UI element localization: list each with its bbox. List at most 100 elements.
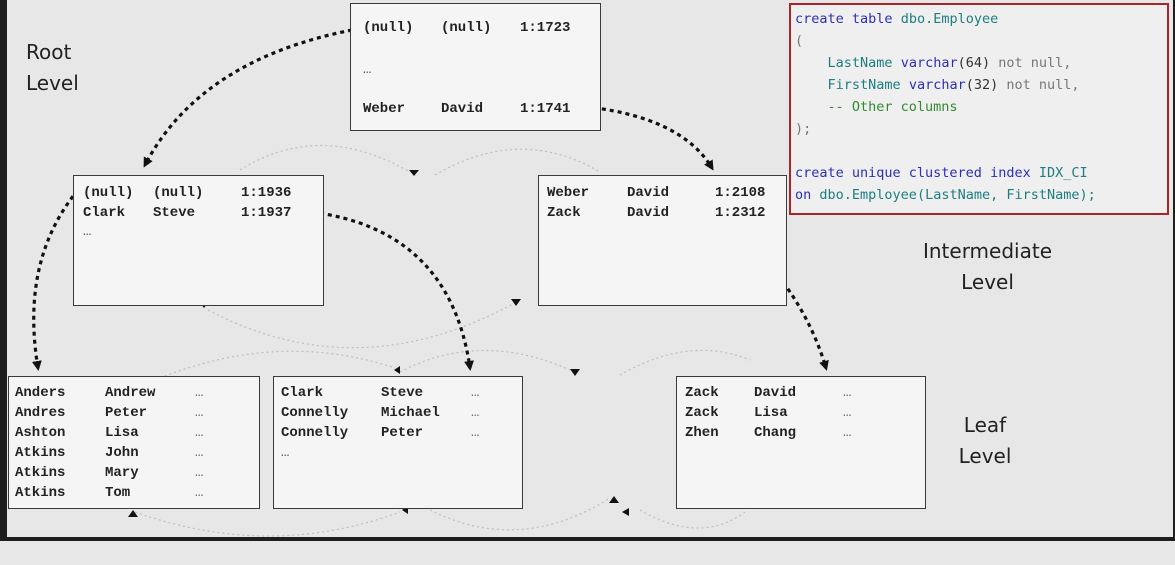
code-column-name: FirstName bbox=[827, 77, 901, 93]
leaf2-more: … bbox=[471, 405, 480, 421]
leaf1-more: … bbox=[195, 445, 204, 461]
leaf2-ellipsis: … bbox=[281, 445, 290, 461]
code-paren-open: ( bbox=[795, 33, 804, 49]
sibling-arrowhead-5 bbox=[570, 369, 580, 376]
intermediate-level-label-line1: Intermediate bbox=[922, 239, 1053, 263]
leaf3-more: … bbox=[843, 405, 852, 421]
leaf3-row: Zhen Chang … bbox=[685, 425, 851, 505]
intermediate-right-row: Zack David 1:2312 bbox=[547, 205, 765, 285]
code-comment: -- Other columns bbox=[827, 99, 958, 115]
leaf2-more: … bbox=[471, 425, 480, 441]
code-column-name: LastName bbox=[827, 55, 893, 71]
root-row-firstname: (null) bbox=[441, 20, 492, 36]
leaf1-lastname: Andres bbox=[15, 405, 66, 421]
root-level-label: Root Level bbox=[26, 37, 79, 99]
sibling-arrowhead-1 bbox=[409, 170, 419, 176]
code-type: varchar bbox=[900, 55, 958, 71]
code-line-2: ( bbox=[795, 30, 1167, 52]
leaf3-row: Zack Lisa … bbox=[685, 405, 851, 485]
intermediate-right-lastname: Zack bbox=[547, 205, 581, 221]
leaf-level-label-line2: Level bbox=[958, 444, 1012, 468]
leaf1-more: … bbox=[195, 485, 204, 501]
code-constraint: not null, bbox=[998, 55, 1072, 71]
code-identifier: IDX_CI bbox=[1038, 165, 1088, 181]
leaf-level-label-line1: Leaf bbox=[963, 413, 1007, 437]
leaf-page-1: Anders Andrew … Andres Peter … Ashton Li… bbox=[8, 376, 260, 509]
leaf3-firstname: Chang bbox=[754, 425, 797, 441]
right-border bbox=[1173, 0, 1175, 541]
leaf1-row: Atkins Tom … bbox=[15, 485, 203, 565]
intermediate-left-lastname: (null) bbox=[83, 185, 134, 201]
leaf2-firstname: Michael bbox=[381, 405, 440, 421]
code-line-4: FirstName varchar(32) not null, bbox=[795, 74, 1167, 96]
sibling-arc-top-right bbox=[434, 148, 601, 176]
intermediate-left-page-id: 1:1937 bbox=[241, 205, 292, 221]
root-page-row: Weber David 1:1741 bbox=[363, 101, 570, 181]
leaf1-firstname: Mary bbox=[105, 465, 139, 481]
root-row-lastname: Weber bbox=[363, 101, 406, 117]
sibling-arrowhead-3 bbox=[511, 299, 521, 306]
sibling-arc-leaf-bottom-1 bbox=[134, 511, 401, 537]
leaf1-more: … bbox=[195, 405, 204, 421]
leaf-page-3: Zack David … Zack Lisa … Zhen Chang … bbox=[676, 376, 926, 509]
intermediate-left-page-id: 1:1936 bbox=[241, 185, 292, 201]
root-page-row: … bbox=[363, 62, 397, 110]
code-keyword: on bbox=[795, 187, 812, 203]
leaf1-firstname: Peter bbox=[105, 405, 148, 421]
intermediate-right-page-id: 1:2312 bbox=[715, 205, 766, 221]
leaf1-row: Atkins Mary … bbox=[15, 465, 203, 545]
leaf3-lastname: Zack bbox=[685, 385, 719, 401]
pointer-root-to-int-right bbox=[577, 104, 714, 171]
root-row-ellipsis: … bbox=[363, 62, 372, 78]
sibling-arc-top-left bbox=[239, 144, 411, 173]
root-page: (null) (null) 1:1723 … Weber David 1:174… bbox=[350, 3, 601, 131]
leaf2-lastname: Connelly bbox=[281, 425, 349, 441]
intermediate-right-row: Weber David 1:2108 bbox=[547, 185, 765, 265]
leaf2-firstname: Steve bbox=[381, 385, 424, 401]
sibling-arc-mid-bottom bbox=[207, 299, 521, 349]
leaf2-lastname: Clark bbox=[281, 385, 324, 401]
code-identifier: dbo.Employee(LastName, FirstName); bbox=[819, 187, 1096, 203]
intermediate-page-left: (null) (null) 1:1936 Clark Steve 1:1937 … bbox=[73, 175, 324, 306]
leaf-page-2: Clark Steve … Connelly Michael … Connell… bbox=[273, 376, 523, 509]
root-row-lastname: (null) bbox=[363, 20, 414, 36]
code-keyword: create unique clustered index bbox=[795, 165, 1031, 181]
sibling-arc-leaf-top-1 bbox=[159, 350, 396, 379]
leaf2-row: Connelly Peter … bbox=[281, 425, 479, 505]
leaf1-firstname: John bbox=[105, 445, 139, 461]
intermediate-left-row: Clark Steve 1:1937 bbox=[83, 205, 291, 285]
pointer-int-left-to-leaf2 bbox=[311, 210, 474, 371]
intermediate-left-row: (null) (null) 1:1936 bbox=[83, 185, 291, 265]
code-line-6: ); bbox=[795, 118, 1167, 140]
leaf3-firstname: David bbox=[754, 385, 797, 401]
root-row-page-id: 1:1723 bbox=[520, 20, 571, 36]
root-level-label-line1: Root bbox=[26, 40, 72, 64]
sibling-arrowhead-6 bbox=[128, 510, 138, 517]
leaf3-firstname: Lisa bbox=[754, 405, 788, 421]
leaf3-more: … bbox=[843, 385, 852, 401]
leaf1-lastname: Ashton bbox=[15, 425, 66, 441]
root-row-page-id: 1:1741 bbox=[520, 101, 571, 117]
leaf1-more: … bbox=[195, 425, 204, 441]
leaf1-firstname: Tom bbox=[105, 485, 131, 501]
leaf1-lastname: Anders bbox=[15, 385, 66, 401]
leaf3-more: … bbox=[843, 425, 852, 441]
intermediate-right-firstname: David bbox=[627, 185, 670, 201]
intermediate-right-firstname: David bbox=[627, 205, 670, 221]
intermediate-left-lastname: Clark bbox=[83, 205, 126, 221]
intermediate-left-firstname: Steve bbox=[153, 205, 196, 221]
pointer-int-left-to-leaf1 bbox=[31, 188, 80, 371]
code-identifier: dbo.Employee bbox=[900, 11, 999, 27]
code-constraint: not null, bbox=[1006, 77, 1080, 93]
leaf2-lastname: Connelly bbox=[281, 405, 349, 421]
intermediate-left-row: … bbox=[83, 224, 117, 272]
intermediate-right-lastname: Weber bbox=[547, 185, 590, 201]
leaf2-row: Clark Steve … bbox=[281, 385, 479, 465]
leaf-level-label: Leaf Level bbox=[955, 410, 1015, 472]
intermediate-level-label: Intermediate Level bbox=[915, 236, 1060, 298]
leaf3-row: Zack David … bbox=[685, 385, 851, 465]
leaf1-row: Atkins John … bbox=[15, 445, 203, 525]
sibling-arrowhead-4 bbox=[394, 366, 400, 374]
leaf2-row: Connelly Michael … bbox=[281, 405, 479, 485]
code-line-8: create unique clustered index IDX_CI bbox=[795, 162, 1167, 184]
